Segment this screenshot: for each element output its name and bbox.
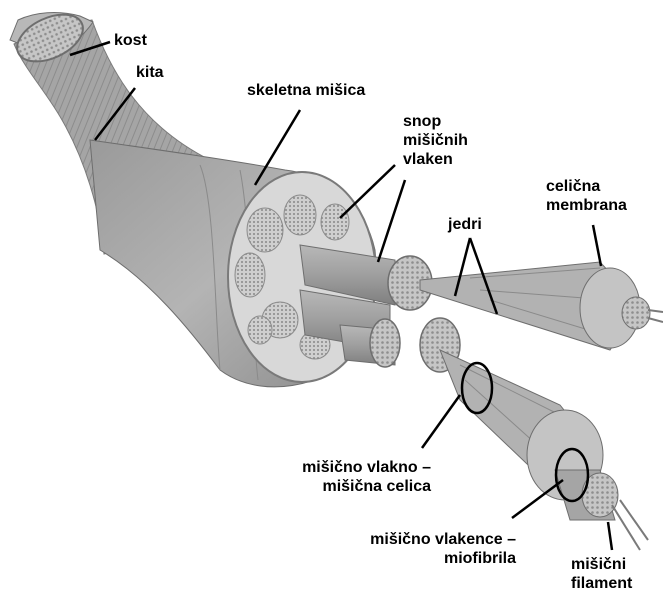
leader-misicno-vlakno [422,395,460,448]
label-snop-misicnih-vlaken: snop mišičnih vlaken [403,112,468,169]
label-misicno-vlakno-misicna-celica: mišično vlakno – mišična celica [271,458,431,496]
label-celicna-membrana: celična membrana [546,177,627,215]
label-kita: kita [136,63,164,82]
muscle-fiber-lower [440,350,648,550]
label-jedri: jedri [448,215,482,234]
label-skeletna-misica: skeletna mišica [247,81,365,100]
leader-snop-a [340,165,395,218]
leader-snop-b [378,180,405,262]
label-misicno-vlakence-miofibrila: mišično vlakence – miofibrila [338,530,516,568]
leader-misicni-filament [608,522,612,550]
label-misicni-filament: mišični filament [571,555,632,593]
label-kost: kost [114,31,147,50]
leader-celicna-membrana [593,225,601,266]
